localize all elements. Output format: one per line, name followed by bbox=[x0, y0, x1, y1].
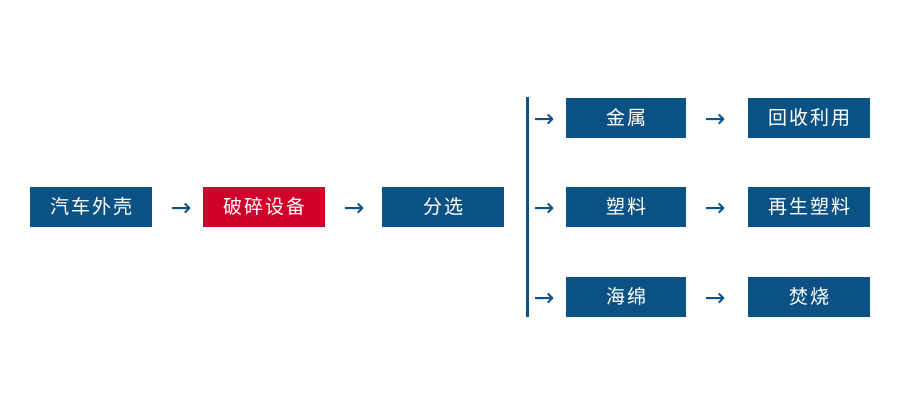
node-recycle-reuse[interactable]: 回收利用 bbox=[748, 98, 870, 138]
arrow-right-icon-branch-3: → bbox=[529, 282, 559, 312]
node-label: 再生塑料 bbox=[767, 195, 852, 218]
node-label: 海绵 bbox=[605, 285, 648, 308]
node-crushing-equipment[interactable]: 破碎设备 bbox=[203, 187, 325, 227]
node-label: 分选 bbox=[422, 195, 465, 218]
node-sorting[interactable]: 分选 bbox=[382, 187, 504, 227]
node-label: 金属 bbox=[605, 106, 648, 129]
arrow-glyph: → bbox=[704, 192, 726, 222]
arrow-glyph: → bbox=[343, 192, 365, 222]
arrow-glyph: → bbox=[704, 282, 726, 312]
arrow-glyph: → bbox=[533, 282, 555, 312]
node-label: 回收利用 bbox=[767, 106, 852, 129]
arrow-glyph: → bbox=[533, 103, 555, 133]
branch-splitter-line bbox=[526, 97, 529, 317]
arrow-glyph: → bbox=[170, 192, 192, 222]
arrow-right-icon-link-3: → bbox=[699, 282, 731, 312]
arrow-right-icon-main-1: → bbox=[164, 192, 198, 222]
arrow-glyph: → bbox=[533, 192, 555, 222]
node-metal[interactable]: 金属 bbox=[566, 98, 686, 138]
arrow-right-icon-branch-2: → bbox=[529, 192, 559, 222]
node-label: 焚烧 bbox=[788, 285, 831, 308]
node-plastic[interactable]: 塑料 bbox=[566, 187, 686, 227]
arrow-glyph: → bbox=[704, 103, 726, 133]
arrow-right-icon-link-2: → bbox=[699, 192, 731, 222]
node-car-shell[interactable]: 汽车外壳 bbox=[30, 187, 152, 227]
node-sponge[interactable]: 海绵 bbox=[566, 277, 686, 317]
node-label: 破碎设备 bbox=[222, 195, 307, 218]
arrow-right-icon-branch-1: → bbox=[529, 103, 559, 133]
node-recycled-plastic[interactable]: 再生塑料 bbox=[748, 187, 870, 227]
arrow-right-icon-link-1: → bbox=[699, 103, 731, 133]
arrow-right-icon-main-2: → bbox=[337, 192, 371, 222]
node-label: 塑料 bbox=[605, 195, 648, 218]
node-incineration[interactable]: 焚烧 bbox=[748, 277, 870, 317]
node-label: 汽车外壳 bbox=[49, 195, 134, 218]
